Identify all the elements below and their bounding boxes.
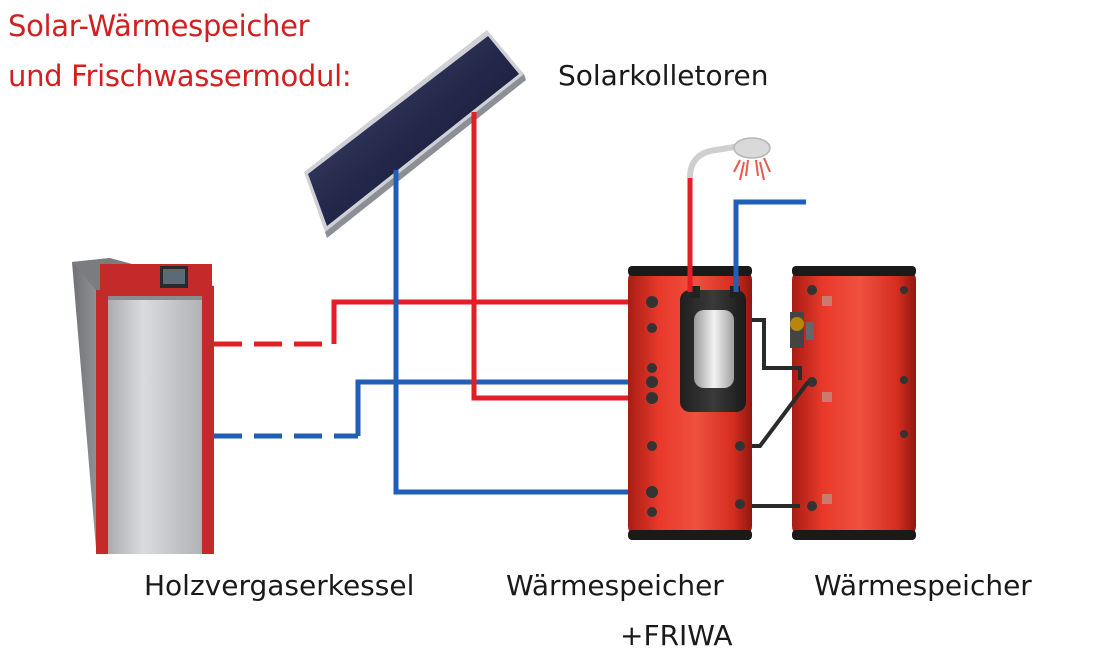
label-storage-friwa: Wärmespeicher <box>506 569 724 602</box>
boiler-icon <box>72 258 214 554</box>
boiler-return-pipe <box>214 379 650 439</box>
title-line-1: Solar-Wärmespeicher <box>8 9 310 43</box>
boiler-flow-pipe <box>214 299 650 347</box>
solar-flow-pipe <box>471 112 650 401</box>
solar-return-pipe <box>393 170 650 495</box>
pump-group-icon <box>790 312 814 348</box>
label-friwa: +FRIWA <box>620 619 733 652</box>
friwa-module-icon <box>680 286 746 412</box>
label-storage: Wärmespeicher <box>814 569 1032 602</box>
tank-connection-pipes <box>752 318 810 508</box>
label-solar-collectors: Solarkolletoren <box>558 59 769 92</box>
shower-icon <box>687 137 771 181</box>
tank-icon <box>792 266 916 540</box>
cold-water-pipe <box>733 199 806 292</box>
title-line-2: und Frischwassermodul: <box>8 59 352 93</box>
label-boiler: Holzvergaserkessel <box>144 569 415 602</box>
